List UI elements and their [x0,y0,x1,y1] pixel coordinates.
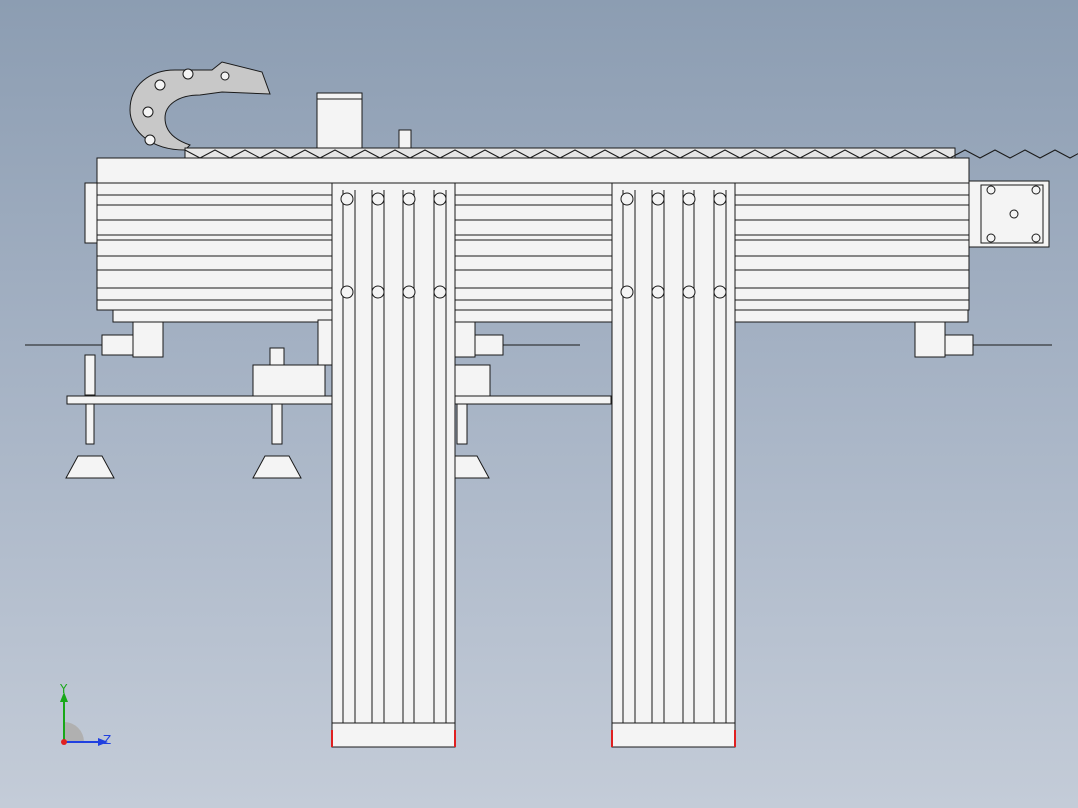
main-beam[interactable] [84,157,970,323]
z-axis-label: Z [103,733,111,747]
air-fitting [398,129,412,151]
vertical-column-right[interactable] [611,182,736,748]
servo-motor-icon[interactable] [316,92,363,150]
mounting-plate [66,319,612,405]
x-axis-dot [61,739,67,745]
cable-chain-icon[interactable] [129,61,271,151]
vertical-column-left[interactable] [331,182,456,748]
motor-end-plate[interactable] [968,180,1050,248]
top-chain-links [184,147,1078,159]
vacuum-cup-icon[interactable] [65,347,490,479]
z-axis-arrow [98,738,108,746]
triad-quadrant [64,722,84,742]
axis-triad[interactable]: Y Z [40,680,130,760]
y-axis-label: Y [59,682,68,696]
y-axis-arrow [60,692,68,702]
sensor-icon[interactable] [25,321,1052,358]
